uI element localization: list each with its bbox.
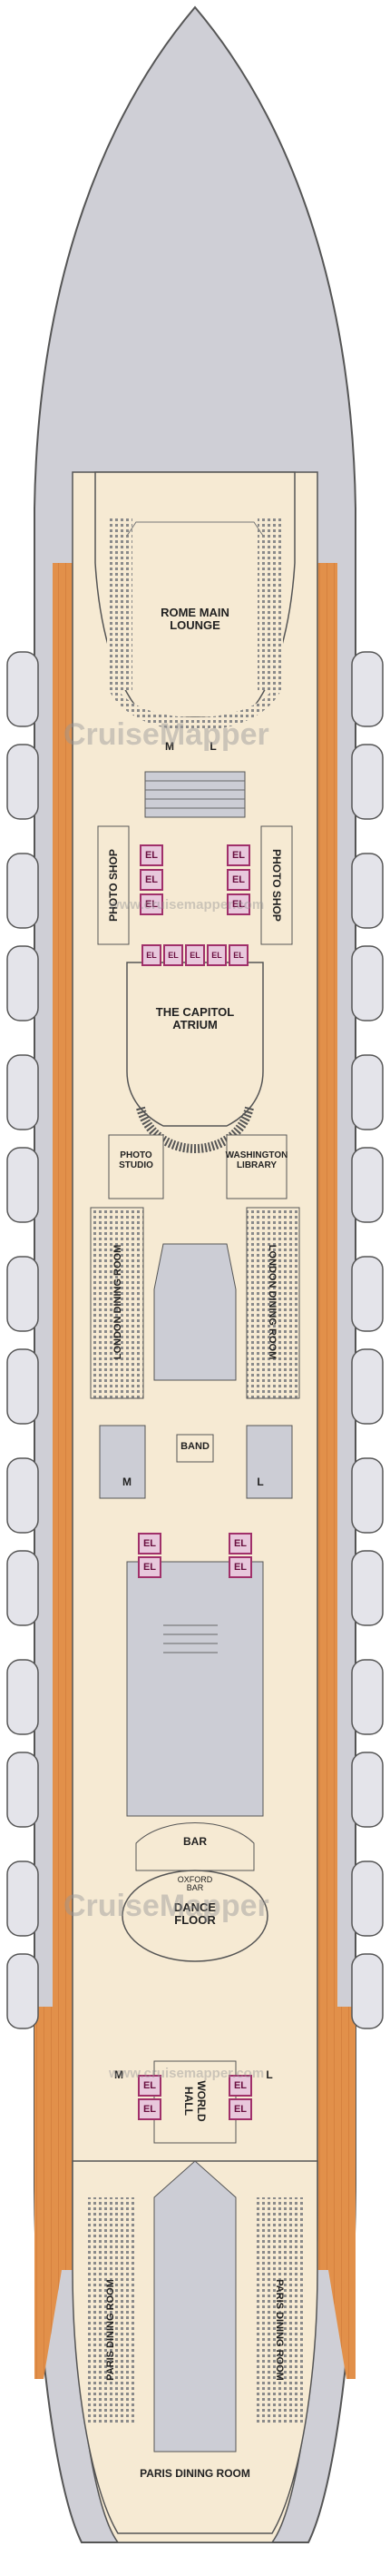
label-capitol-atrium: THE CAPITOL ATRIUM xyxy=(155,1005,235,1031)
deck-aft-port xyxy=(34,2007,62,2379)
london-dining-starboard xyxy=(246,1207,300,1399)
watermark-brand: CruiseMapper xyxy=(63,1889,269,1923)
world-hall-room xyxy=(153,2060,237,2144)
marker-men-forward: M xyxy=(165,740,174,753)
marker-ladies-forward: L xyxy=(210,740,217,753)
elevator-icon: EL xyxy=(140,893,163,915)
label-london-dining-starboard: LONDON DINING ROOM xyxy=(267,1244,278,1360)
elevator-icon: EL xyxy=(141,944,161,966)
elevator-icon: EL xyxy=(229,2075,252,2097)
marker-ladies-aft: L xyxy=(266,2068,273,2081)
restroom-men-mid xyxy=(99,1425,146,1499)
elevator-icon: EL xyxy=(140,869,163,891)
elevator-icon: EL xyxy=(138,2075,161,2097)
label-band: BAND xyxy=(180,1441,210,1452)
marker-ladies-mid: L xyxy=(257,1476,264,1488)
label-rome-main-lounge: ROME MAIN LOUNGE xyxy=(161,606,229,632)
label-photo-studio: PHOTO STUDIO xyxy=(119,1150,153,1170)
elevator-icon: EL xyxy=(229,1556,252,1578)
label-bar: BAR xyxy=(183,1835,207,1848)
galley-center xyxy=(153,1243,237,1381)
label-london-dining-port: LONDON DINING ROOM xyxy=(112,1244,123,1360)
marker-men-mid: M xyxy=(122,1476,132,1488)
photo-shop-port xyxy=(97,825,130,945)
watermark-brand: CruiseMapper xyxy=(63,717,269,752)
elevator-icon: EL xyxy=(227,844,250,866)
elevator-icon: EL xyxy=(229,2098,252,2120)
lifeboats-starboard xyxy=(351,651,384,2029)
galley-aft xyxy=(153,2160,237,2453)
elevator-icon: EL xyxy=(227,893,250,915)
elevator-icon: EL xyxy=(207,944,227,966)
elevator-icon: EL xyxy=(140,844,163,866)
washington-library-room xyxy=(226,1134,288,1199)
marker-men-aft: M xyxy=(114,2068,123,2081)
label-photo-shop-starboard: PHOTO SHOP xyxy=(270,849,283,922)
deck-aft-starboard xyxy=(328,2007,356,2379)
photo-shop-starboard xyxy=(260,825,293,945)
elevator-icon: EL xyxy=(227,869,250,891)
galley-mid xyxy=(126,1561,264,1817)
label-paris-dining-starboard: PARIS DINING ROOM xyxy=(274,2279,285,2381)
restroom-ladies-mid xyxy=(246,1425,293,1499)
label-dance-floor: DANCE FLOOR xyxy=(173,1900,217,1927)
elevator-icon: EL xyxy=(138,2098,161,2120)
deck-promenade-starboard xyxy=(317,563,337,2270)
lifeboats-port xyxy=(6,651,39,2029)
deck-promenade-port xyxy=(53,563,73,2270)
label-paris-dining-port: PARIS DINING ROOM xyxy=(105,2279,116,2381)
watermark-url: www.cruisemapper.com xyxy=(109,2066,265,2081)
oxford-bar xyxy=(135,1822,255,1871)
watermark-url: www.cruisemapper.com xyxy=(109,897,265,913)
elevator-icon: EL xyxy=(138,1533,161,1554)
label-paris-dining-aft: PARIS DINING ROOM xyxy=(140,2467,250,2480)
photo-studio-room xyxy=(108,1134,164,1199)
elevator-icon: EL xyxy=(138,1556,161,1578)
label-oxford-bar: OXFORD BAR xyxy=(177,1875,213,1893)
label-washington-library: WASHINGTON LIBRARY xyxy=(225,1150,288,1170)
elevator-icon: EL xyxy=(185,944,205,966)
band-stage xyxy=(176,1434,214,1463)
stair-forward xyxy=(144,771,246,818)
rome-main-lounge xyxy=(94,471,296,731)
london-dining-port xyxy=(90,1207,144,1399)
elevator-icon: EL xyxy=(229,944,249,966)
dance-floor-ring xyxy=(122,1870,268,1962)
capitol-atrium xyxy=(126,962,264,1127)
elevator-icon: EL xyxy=(229,1533,252,1554)
elevator-icon: EL xyxy=(163,944,183,966)
